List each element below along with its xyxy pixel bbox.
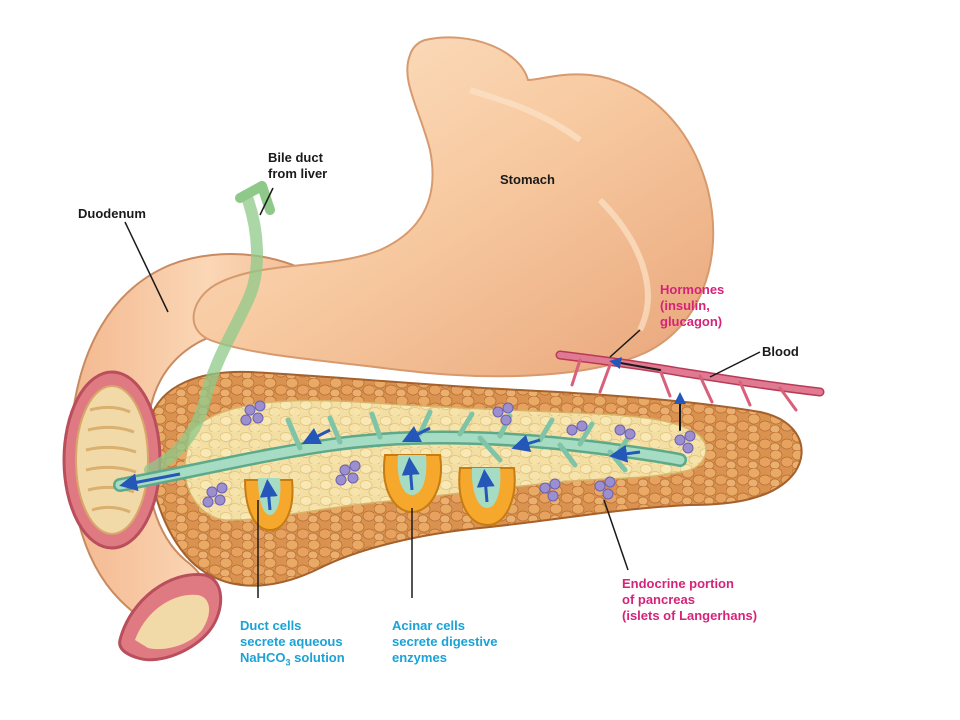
endocrine-label-line2: of pancreas <box>622 592 695 607</box>
duodenum <box>62 253 346 662</box>
islet <box>614 424 636 440</box>
stomach <box>192 36 715 378</box>
duct-cells-label-line3: NaHCO3 solution <box>240 650 345 671</box>
duct-cells-label: Duct cells secrete aqueous NaHCO3 soluti… <box>240 618 345 671</box>
blood-label-text: Blood <box>762 344 799 359</box>
acinar-cells-label-line2: secrete digestive <box>392 634 498 649</box>
islet <box>335 460 361 486</box>
duodenum-label: Duodenum <box>78 206 146 222</box>
islet <box>566 420 588 436</box>
stomach-label-text: Stomach <box>500 172 555 187</box>
hormones-label-line1: Hormones <box>660 282 725 297</box>
nahco-subscript: 3 <box>285 657 291 668</box>
leader-lines <box>124 187 761 598</box>
solution-text: solution <box>290 650 345 665</box>
duct-cells-label-line2: secrete aqueous <box>240 634 343 649</box>
stomach-label: Stomach <box>500 172 555 188</box>
acinar-cells-label: Acinar cells secrete digestive enzymes <box>392 618 498 666</box>
duodenum-label-text: Duodenum <box>78 206 146 221</box>
acinus <box>243 478 294 532</box>
islet <box>240 400 266 426</box>
pancreatic-duct <box>113 409 687 492</box>
acinar-cells-label-line1: Acinar cells <box>392 618 465 633</box>
blood-label: Blood <box>762 344 799 360</box>
islet <box>539 478 561 502</box>
acinar-cells-label-line3: enzymes <box>392 650 447 665</box>
hormones-label-line3: glucagon) <box>660 314 723 329</box>
islet <box>202 482 228 508</box>
nahco-text: NaHCO <box>240 650 286 665</box>
hormones-label: Hormones (insulin, glucagon) <box>660 282 724 330</box>
islets <box>202 400 696 508</box>
endocrine-label-line1: Endocrine portion <box>622 576 734 591</box>
islet <box>594 476 616 500</box>
bile-duct-label-line2: from liver <box>268 166 328 181</box>
acinus <box>458 467 516 527</box>
islet <box>674 430 696 454</box>
acini <box>243 454 516 532</box>
endocrine-label: Endocrine portion of pancreas (islets of… <box>622 576 757 624</box>
islet <box>492 402 514 426</box>
acinus <box>383 454 442 514</box>
blood-vessels <box>555 350 825 431</box>
bile-duct-label-line1: Bile duct <box>268 150 323 165</box>
bile-duct-label: Bile duct from liver <box>268 150 327 182</box>
endocrine-label-line3: (islets of Langerhans) <box>622 608 758 623</box>
bile-duct <box>144 181 275 476</box>
hormones-label-line2: (insulin, <box>660 298 710 313</box>
duct-cells-label-line1: Duct cells <box>240 618 302 633</box>
